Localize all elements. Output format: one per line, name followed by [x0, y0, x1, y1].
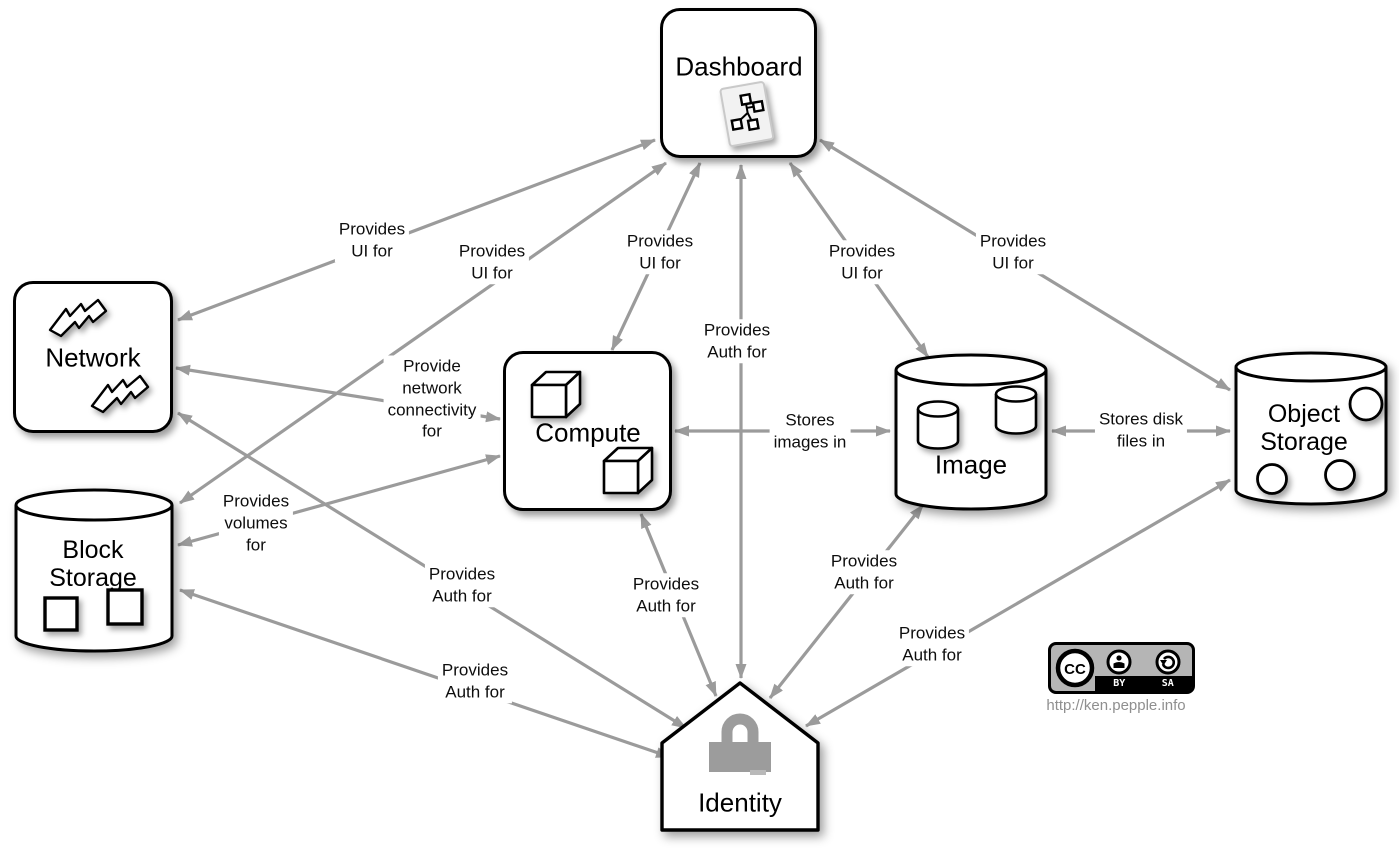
edge-label-stores-images: Stores images in: [769, 409, 851, 453]
edge-label-network-connectivity: Provide network connectivity for: [383, 355, 481, 443]
node-network-label: Network: [45, 342, 141, 373]
cc-by-label: BY: [1113, 678, 1126, 689]
cc-badge-icons: [1095, 645, 1192, 676]
mini-cylinder-icon: [916, 400, 960, 450]
node-block-storage-label: Block Storage: [49, 536, 137, 592]
node-identity: Identity: [658, 678, 822, 840]
edge-label-provides-auth-compute: Provides Auth for: [628, 573, 704, 617]
node-network: Network: [13, 281, 173, 433]
lightning-icon: [48, 298, 108, 338]
edge-dashboard-network: [177, 138, 656, 322]
edge-label-provides-ui-block-storage: Provides UI for: [454, 240, 530, 284]
edge-label-provides-auth-network: Provides Auth for: [424, 563, 500, 607]
edge-label-provides-auth-block-storage: Provides Auth for: [437, 659, 513, 703]
cc-logo: CC: [1051, 645, 1095, 691]
edge-label-provides-ui-object-storage: Provides UI for: [975, 230, 1051, 274]
edge-label-provides-auth-object-storage: Provides Auth for: [894, 622, 970, 666]
node-object-storage-label: Object Storage: [1260, 400, 1348, 456]
edge-identity-image: [768, 504, 925, 699]
sitemap-page-icon: [719, 81, 775, 147]
cc-logo-text: CC: [1064, 661, 1086, 678]
cube-icon: [602, 446, 654, 495]
lock-icon: [709, 713, 771, 775]
edge-label-provides-ui-image: Provides UI for: [824, 240, 900, 284]
node-object-storage: Object Storage: [1233, 350, 1389, 508]
lightning-icon: [90, 374, 150, 414]
edge-identity-object-storage: [805, 478, 1231, 728]
node-compute: Compute: [503, 351, 672, 511]
node-compute-label: Compute: [535, 417, 641, 448]
edge-label-provides-auth-image: Provides Auth for: [826, 550, 902, 594]
cc-badge-right: BY SA: [1095, 645, 1192, 691]
cc-sa-label: SA: [1161, 678, 1174, 689]
cc-circle-icon: CC: [1055, 648, 1095, 688]
node-identity-label: Identity: [698, 787, 782, 818]
node-dashboard-label: Dashboard: [675, 51, 803, 82]
node-image-label: Image: [934, 449, 1008, 480]
edge-label-stores-disk-files: Stores disk files in: [1094, 408, 1188, 452]
mini-cylinder-icon: [994, 385, 1038, 435]
cc-sa-arrow-icon: [1155, 649, 1181, 674]
node-block-storage: Block Storage: [13, 486, 175, 656]
node-image: Image: [893, 352, 1049, 512]
node-dashboard: Dashboard: [660, 8, 817, 158]
block-square-icon: [43, 588, 144, 632]
license-url: http://ken.pepple.info: [1046, 697, 1186, 714]
edge-label-provides-auth-dashboard: Provides Auth for: [699, 319, 775, 363]
cc-badge-strip: BY SA: [1095, 676, 1192, 691]
edge-label-provides-volumes: Provides volumes for: [218, 490, 294, 556]
edge-label-provides-ui-compute: Provides UI for: [622, 230, 698, 274]
object-circle-icon: [1256, 386, 1384, 495]
cc-license-badge: CC BY SA: [1048, 642, 1195, 694]
edge-identity-block-storage: [179, 588, 671, 759]
edge-label-provides-ui-network: Provides UI for: [334, 218, 410, 262]
cube-icon: [530, 370, 582, 419]
cc-by-person-icon: [1106, 649, 1132, 674]
